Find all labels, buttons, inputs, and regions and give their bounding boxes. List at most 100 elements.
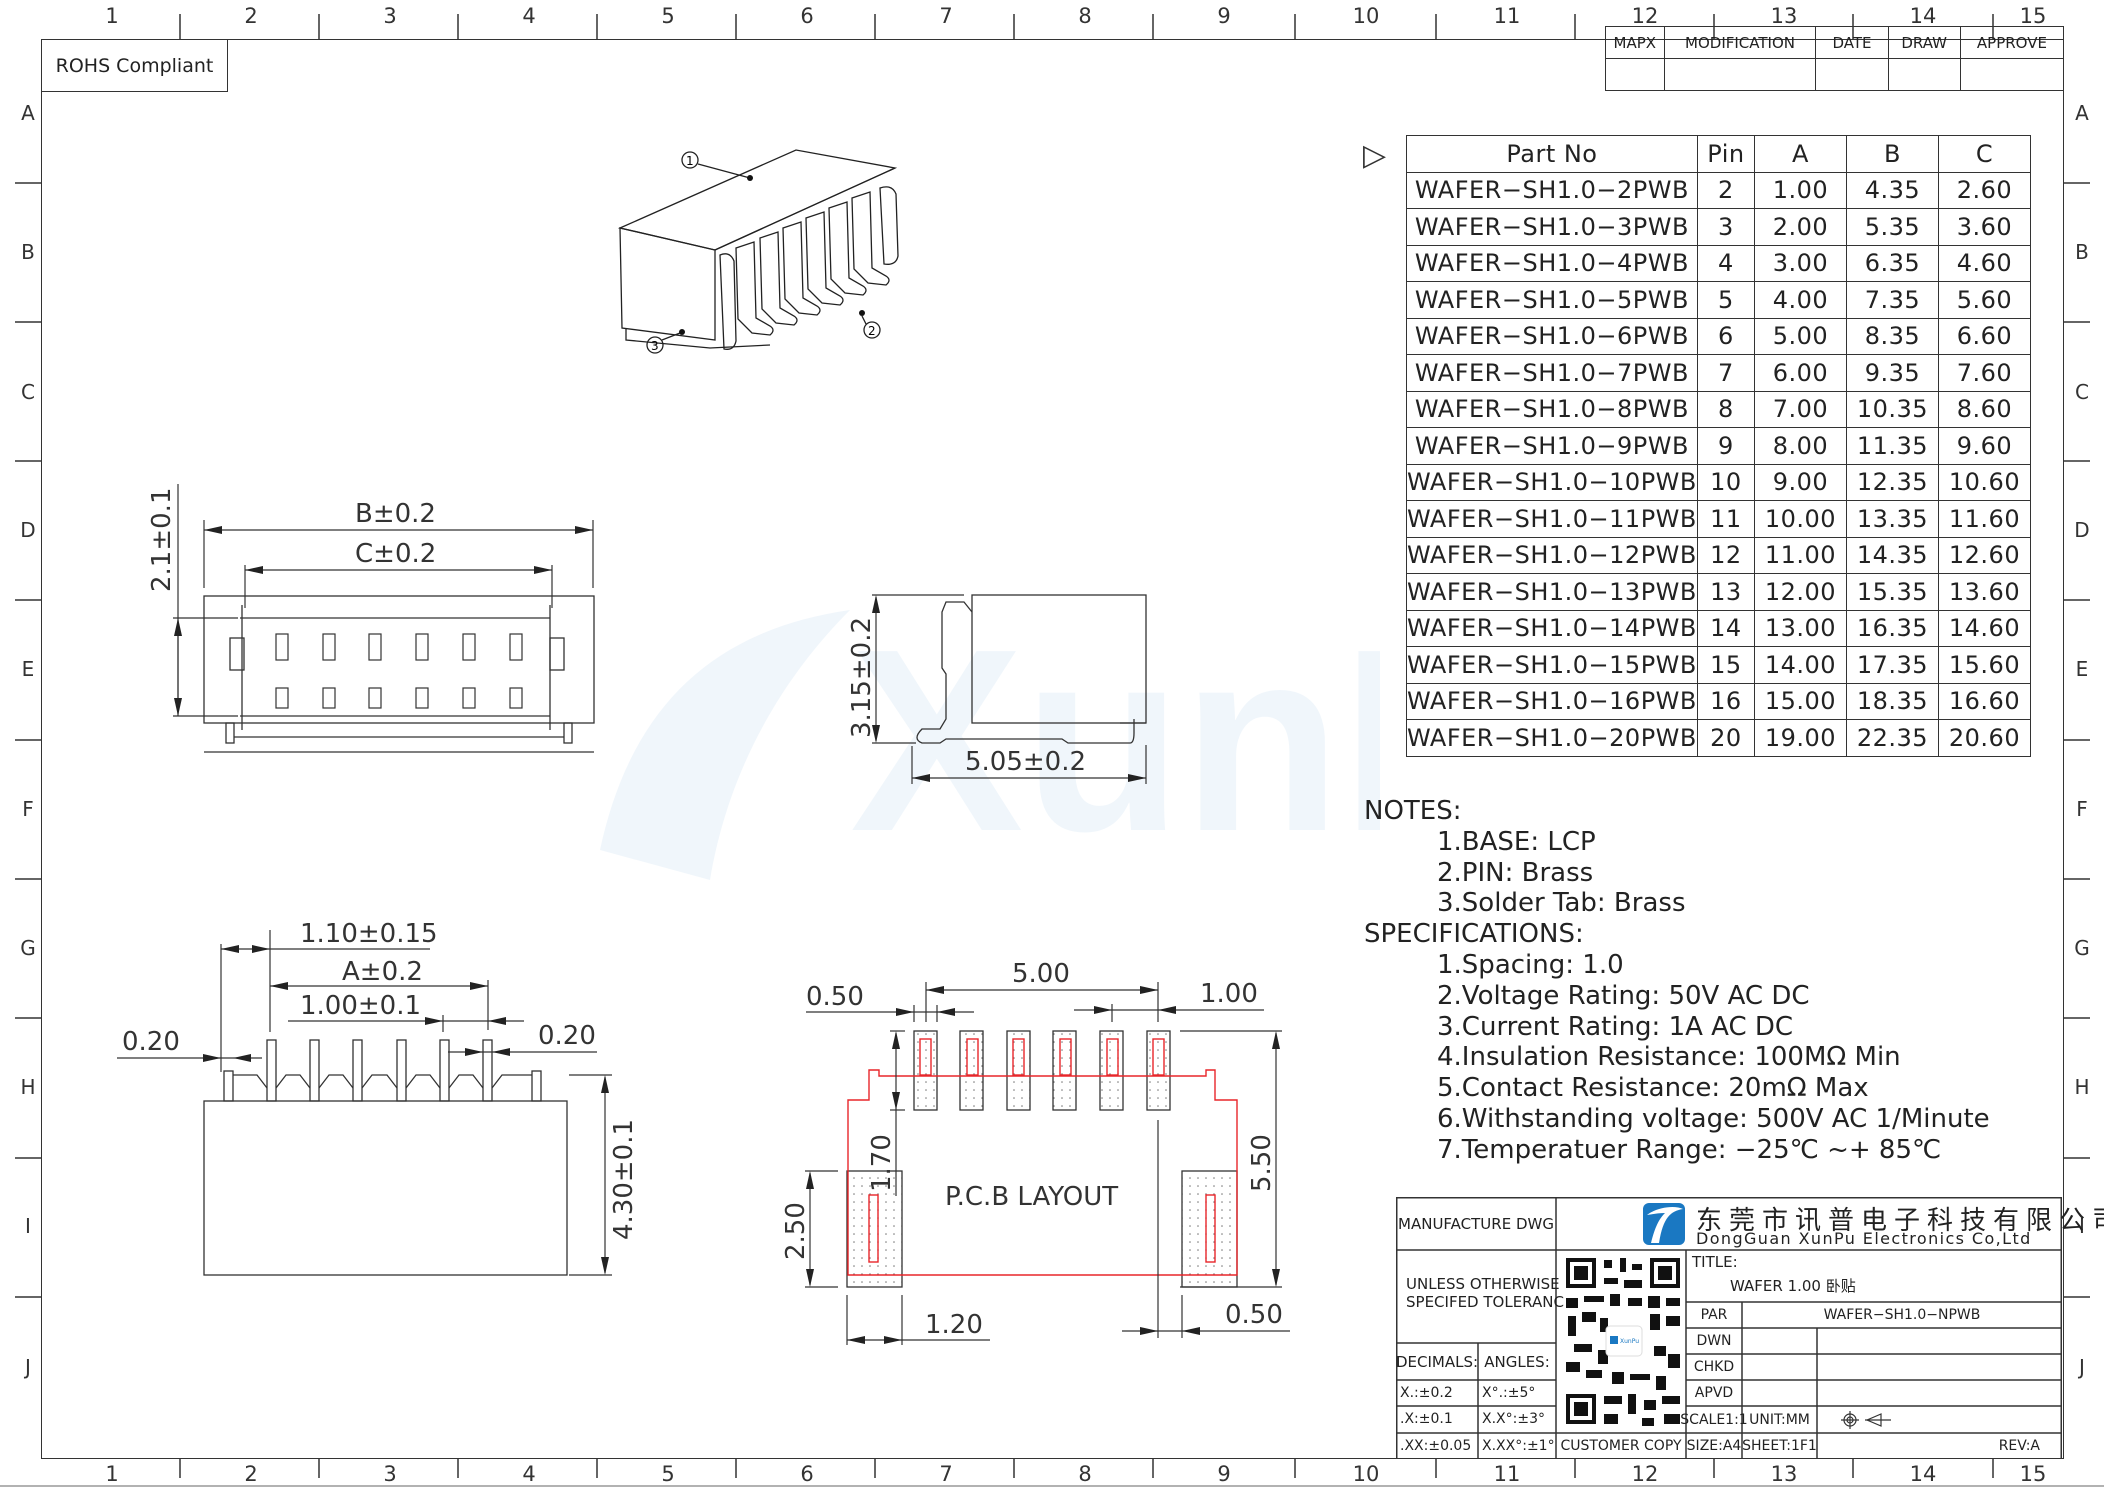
spec-item: 2.Voltage Rating: 50V AC DC (1437, 980, 1810, 1011)
dim-pitch-total-label: 1.10±0.15 (300, 919, 438, 949)
note-item: 1.BASE: LCP (1437, 826, 1596, 857)
grid-col-label: 5 (661, 4, 675, 28)
rev-cell (1605, 58, 1665, 91)
rev-header-approve: APPROVE (1959, 26, 2065, 59)
cell-a: 1.00 (1753, 171, 1847, 209)
rev-header-mapx: MAPX (1605, 26, 1665, 59)
note-item: 2.PIN: Brass (1437, 857, 1594, 888)
tolerance-note-line: SPECIFED TOLERANCES (1406, 1293, 1583, 1311)
dim-span-label: 5.00 (1012, 960, 1070, 989)
isometric-view: 1 2 3 (617, 149, 899, 354)
grid-col-label: 12 (1631, 4, 1659, 28)
cell-c: 6.60 (1937, 317, 2032, 355)
cell-part-no: WAFER−SH1.0−2PWB (1406, 171, 1698, 209)
cell-b: 15.35 (1845, 573, 1939, 611)
col-header-c: C (1937, 135, 2032, 173)
rohs-compliant-label: ROHS Compliant (41, 39, 228, 92)
title-label: TITLE: (1692, 1253, 1738, 1271)
rev-header-draw: DRAW (1887, 26, 1961, 59)
cell-part-no: WAFER−SH1.0−15PWB (1406, 646, 1698, 684)
decimal-tol: .X:±0.1 (1400, 1411, 1453, 1427)
callout-2: 2 (868, 324, 876, 338)
title-block-grid (1396, 1197, 2062, 1459)
grid-row-label: E (2075, 657, 2089, 681)
grid-row-label: D (20, 518, 36, 542)
cell-pin: 5 (1696, 281, 1755, 319)
cell-a: 8.00 (1753, 427, 1847, 465)
grid-col-label: 2 (244, 1462, 258, 1486)
cell-b: 10.35 (1845, 390, 1939, 428)
grid-col-label: 1 (105, 4, 119, 28)
cell-a: 19.00 (1753, 719, 1847, 757)
pcb-layout-label: P.C.B LAYOUT (945, 1182, 1118, 1212)
table-marker-triangle-icon: ▷ (1363, 138, 1387, 173)
title-block: MANUFACTURE DWG 东莞市讯普电子科技有限公司 DongGuan X… (1396, 1197, 2104, 1459)
cell-pin: 10 (1696, 463, 1755, 501)
grid-col-label: 9 (1217, 4, 1231, 28)
cell-part-no: WAFER−SH1.0−13PWB (1406, 573, 1698, 611)
projection-symbol-icon (1841, 1411, 1891, 1429)
grid-col-label: 12 (1631, 1462, 1659, 1486)
cell-b: 17.35 (1845, 646, 1939, 684)
dwn-label: DWN (1696, 1333, 1732, 1349)
company-name-cn: 东莞市讯普电子科技有限公司 (1696, 1206, 2104, 1236)
rev-header-modification: MODIFICATION (1663, 26, 1817, 59)
cell-pin: 3 (1696, 208, 1755, 246)
spec-item: 3.Current Rating: 1A AC DC (1437, 1011, 1794, 1042)
grid-col-label: 7 (939, 1462, 953, 1486)
cell-c: 16.60 (1937, 682, 2032, 720)
grid-col-label: 8 (1078, 4, 1092, 28)
cell-c: 11.60 (1937, 500, 2032, 538)
grid-row-label: J (2079, 1355, 2085, 1379)
grid-col-label: 2 (244, 4, 258, 28)
tolerance-note-line: UNLESS OTHERWISE (1406, 1275, 1560, 1293)
cell-pin: 15 (1696, 646, 1755, 684)
cell-part-no: WAFER−SH1.0−11PWB (1406, 500, 1698, 538)
grid-col-label: 13 (1770, 1462, 1798, 1486)
spec-item: 1.Spacing: 1.0 (1437, 949, 1624, 980)
cell-a: 15.00 (1753, 682, 1847, 720)
dim-c-label: C±0.2 (355, 539, 436, 569)
cell-b: 14.35 (1845, 536, 1939, 574)
dim-width-label: 5.05±0.2 (965, 747, 1086, 777)
cell-part-no: WAFER−SH1.0−20PWB (1406, 719, 1698, 757)
grid-row-label: F (22, 797, 34, 821)
callout-1: 1 (686, 154, 694, 168)
rev-cell (1887, 58, 1961, 91)
cell-pin: 9 (1696, 427, 1755, 465)
side-view: 3.15±0.2 5.05±0.2 (847, 594, 1147, 784)
grid-col-label: 9 (1217, 1462, 1231, 1486)
par-value: WAFER−SH1.0−NPWB (1823, 1307, 1981, 1323)
cell-c: 5.60 (1937, 281, 2032, 319)
rev-header-date: DATE (1815, 26, 1889, 59)
grid-row-label: I (25, 1214, 31, 1238)
cell-pin: 13 (1696, 573, 1755, 611)
grid-col-label: 10 (1352, 1462, 1380, 1486)
col-header-b: B (1845, 135, 1939, 173)
grid-col-label: 3 (383, 1462, 397, 1486)
grid-col-label: 13 (1770, 4, 1798, 28)
dim-height-label: 2.1±0.1 (147, 488, 177, 592)
grid-col-label: 11 (1493, 1462, 1521, 1486)
rev-cell (1663, 58, 1817, 91)
qr-code[interactable]: XunPu (1564, 1254, 1682, 1428)
grid-col-label: 15 (2019, 4, 2047, 28)
qr-badge-text: XunPu (1620, 1338, 1639, 1345)
cell-a: 3.00 (1753, 244, 1847, 282)
note-item: 3.Solder Tab: Brass (1437, 888, 1686, 919)
cell-c: 2.60 (1937, 171, 2032, 209)
scale-label: SCALE1:1 (1680, 1411, 1748, 1428)
dim-offset-label: 0.50 (1225, 1300, 1283, 1330)
sheet-label: SHEET:1F1 (1742, 1438, 1817, 1454)
col-header-a: A (1753, 135, 1847, 173)
